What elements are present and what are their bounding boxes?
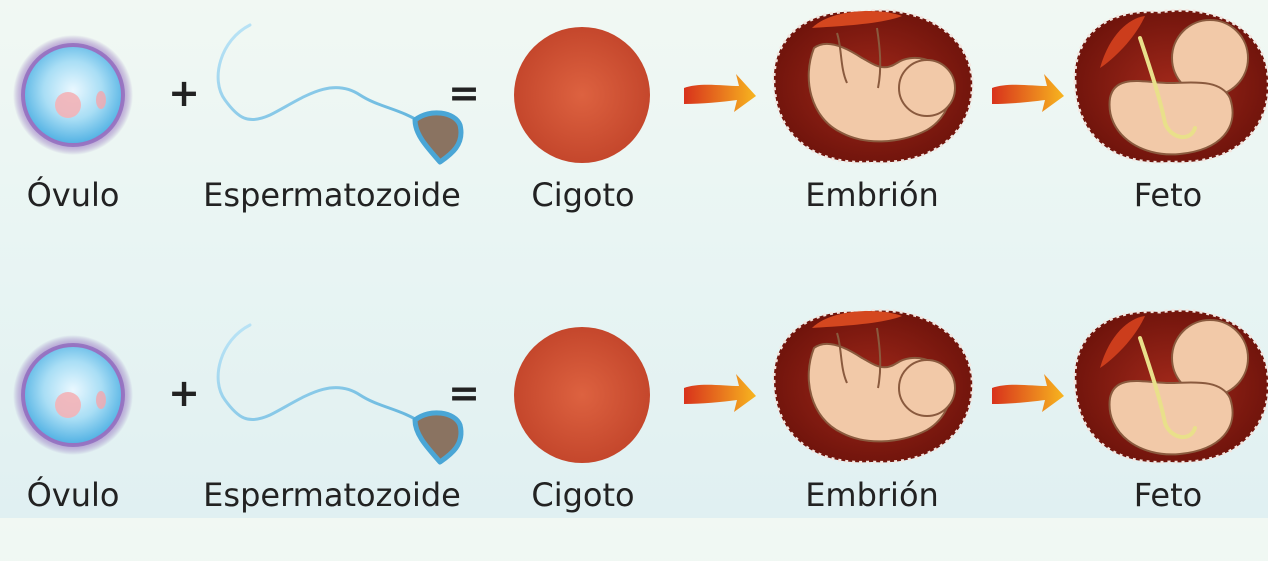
fetus-icon [1075, 310, 1268, 462]
arrow-icon [992, 74, 1064, 112]
zygote-label: Cigoto [531, 476, 634, 514]
zygote-icon [514, 327, 650, 463]
plus-operator: + [168, 371, 200, 415]
ovum-label: Óvulo [27, 176, 120, 214]
fetus-icon [1075, 10, 1268, 162]
sperm-icon [218, 25, 461, 162]
zygote-label: Cigoto [531, 176, 634, 214]
sperm-icon [218, 325, 461, 462]
development-row-2: + = Óvulo Espermatozoide Cigoto Embrión … [0, 302, 1268, 561]
equals-operator: = [448, 371, 480, 415]
embryo-label: Embrión [805, 176, 939, 214]
row-1-illustrations: + = [0, 0, 1268, 259]
plus-operator: + [168, 71, 200, 115]
ovum-icon [13, 35, 133, 155]
development-row-1: + = Óvulo Espermatozoide Cigoto Embrión … [0, 0, 1268, 259]
embryo-label: Embrión [805, 476, 939, 514]
ovum-icon [13, 335, 133, 455]
equals-operator: = [448, 71, 480, 115]
row-2-illustrations: + = [0, 302, 1268, 561]
arrow-icon [684, 74, 756, 112]
fetus-label: Feto [1134, 176, 1202, 214]
sperm-label: Espermatozoide [203, 176, 461, 214]
embryo-icon [774, 10, 972, 162]
fetus-label: Feto [1134, 476, 1202, 514]
arrow-icon [992, 374, 1064, 412]
ovum-label: Óvulo [27, 476, 120, 514]
embryo-icon [774, 310, 972, 462]
sperm-label: Espermatozoide [203, 476, 461, 514]
arrow-icon [684, 374, 756, 412]
zygote-icon [514, 27, 650, 163]
